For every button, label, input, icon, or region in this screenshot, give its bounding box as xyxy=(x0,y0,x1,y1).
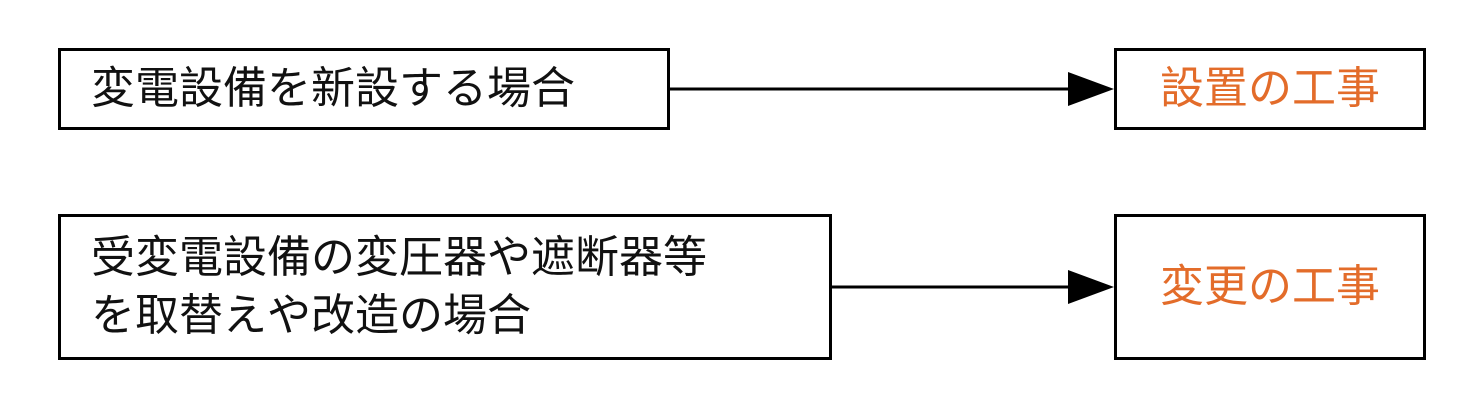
result-box-modification-work: 変更の工事 xyxy=(1114,214,1426,360)
condition-box-replacement: 受変電設備の変圧器や遮断器等 を取替えや改造の場合 xyxy=(58,214,832,360)
condition-label-new-installation: 変電設備を新設する場合 xyxy=(91,63,575,114)
arrowhead-2 xyxy=(1068,270,1114,304)
arrow-row-1 xyxy=(670,72,1114,106)
condition-lines-replacement: 受変電設備の変圧器や遮断器等 を取替えや改造の場合 xyxy=(91,229,707,345)
result-box-installation-work: 設置の工事 xyxy=(1114,48,1426,130)
condition-label-replacement-line-2: を取替えや改造の場合 xyxy=(91,290,531,341)
arrowhead-1 xyxy=(1068,72,1114,106)
arrow-row-2 xyxy=(832,270,1114,304)
result-label-installation-work: 設置の工事 xyxy=(1160,63,1380,114)
condition-label-replacement-line-1: 受変電設備の変圧器や遮断器等 xyxy=(91,232,707,283)
condition-box-new-installation: 変電設備を新設する場合 xyxy=(58,48,670,130)
result-label-modification-work: 変更の工事 xyxy=(1160,261,1380,312)
